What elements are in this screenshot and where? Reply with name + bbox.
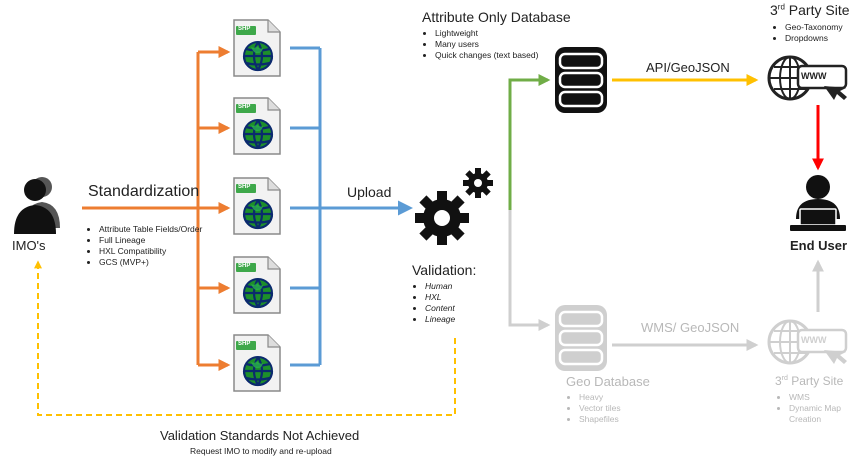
standardization-item: HXL Compatibility: [99, 246, 209, 257]
validation-title: Validation:: [412, 262, 477, 278]
third-party-bottom-item: Dynamic Map Creation: [789, 403, 855, 425]
geo-db-title: Geo Database: [566, 374, 650, 389]
gears-icon: [415, 168, 493, 245]
attribute-db-item: Many users: [435, 39, 538, 50]
shp-badge: SHP: [238, 341, 251, 347]
geo-db-item: Shapefiles: [579, 414, 621, 425]
third-party-bottom-list: WMS Dynamic Map Creation: [776, 392, 855, 425]
shapefile-icon-3: [233, 177, 281, 235]
validation-list: Human HXL Content Lineage: [412, 281, 455, 325]
validation-item: Content: [425, 303, 455, 314]
end-user-icon: [790, 175, 846, 231]
attribute-db-item: Quick changes (text based): [435, 50, 538, 61]
geo-db-item: Vector tiles: [579, 403, 621, 414]
green-connector: [508, 74, 551, 210]
validation-item: Lineage: [425, 314, 455, 325]
third-party-top-item: Geo-Taxonomy: [785, 22, 843, 33]
shapefile-icon-1: [233, 19, 281, 77]
shapefile-icon-4: [233, 256, 281, 314]
geo-database-icon: [555, 305, 607, 371]
geo-db-list: Heavy Vector tiles Shapefiles: [566, 392, 621, 425]
orange-connectors: [82, 46, 231, 371]
www-text-bottom: WWW: [801, 335, 827, 345]
wms-label: WMS/ GeoJSON: [641, 320, 740, 335]
third-party-top-item: Dropdowns: [785, 33, 843, 44]
third-party-top-list: Geo-Taxonomy Dropdowns: [772, 22, 843, 44]
shapefile-icon-5: [233, 334, 281, 392]
standardization-title: Standardization: [88, 183, 200, 200]
end-user-label: End User: [790, 238, 848, 253]
attribute-db-list: Lightweight Many users Quick changes (te…: [422, 28, 538, 61]
third-party-bottom-item: WMS: [789, 392, 855, 403]
attribute-db-item: Lightweight: [435, 28, 538, 39]
blue-connectors: [290, 46, 413, 367]
imo-person-icon: [14, 177, 60, 234]
shp-badge: SHP: [238, 104, 251, 110]
standardization-item: Full Lineage: [99, 235, 209, 246]
www-text-top: WWW: [801, 71, 827, 81]
shapefile-icon-2: [233, 97, 281, 155]
standardization-item: Attribute Table Fields/Order: [99, 224, 209, 235]
standardization-list: Attribute Table Fields/Order Full Lineag…: [86, 224, 209, 268]
shp-badge: SHP: [238, 184, 251, 190]
www-globe-icon-bottom: [767, 319, 848, 365]
standardization-item: GCS (MVP+): [99, 257, 209, 268]
validation-item: Human: [425, 281, 455, 292]
shp-badge: SHP: [238, 263, 251, 269]
third-party-bottom-title: 3rd Party Site: [775, 374, 844, 388]
imo-label: IMO's: [12, 238, 46, 253]
validation-item: HXL: [425, 292, 455, 303]
attribute-database-icon: [555, 47, 607, 113]
gray-connector: [508, 210, 551, 331]
feedback-subtitle: Request IMO to modify and re-upload: [190, 446, 332, 456]
www-globe-icon-top: [767, 55, 848, 101]
geo-db-item: Heavy: [579, 392, 621, 403]
feedback-dashed-line: [34, 260, 456, 416]
shp-badge: SHP: [238, 26, 251, 32]
third-party-top-title: 3rd Party Site: [770, 2, 850, 18]
attribute-db-title: Attribute Only Database: [422, 9, 571, 25]
feedback-title: Validation Standards Not Achieved: [160, 428, 360, 443]
upload-label: Upload: [347, 184, 392, 200]
api-label: API/GeoJSON: [646, 60, 730, 75]
